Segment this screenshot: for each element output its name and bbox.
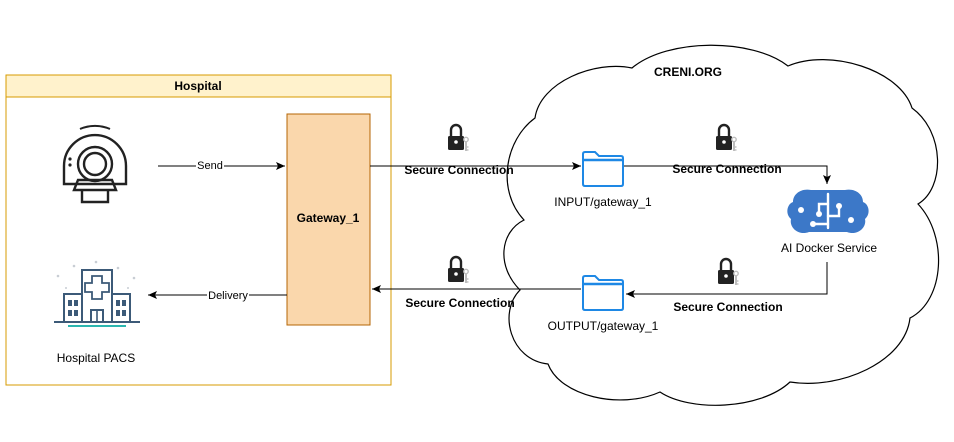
gateway-node[interactable] [286, 113, 371, 326]
secure-connection-label-3: Secure Connection [673, 300, 782, 314]
ai-brain-icon[interactable] [787, 189, 869, 234]
delivery-label-bg [207, 288, 249, 301]
secure-connection-label-2: Secure Connection [672, 162, 781, 176]
ct-scanner-icon[interactable] [62, 124, 128, 204]
hospital-building-icon[interactable] [54, 260, 140, 327]
send-label-bg [196, 159, 224, 172]
pacs-label: Hospital PACS [57, 351, 135, 365]
ai-service-label: AI Docker Service [781, 241, 877, 255]
cloud-title: CRENI.ORG [654, 65, 722, 79]
input-folder-icon[interactable] [581, 150, 625, 188]
creni-cloud [503, 44, 940, 406]
gateway-label: Gateway_1 [297, 211, 360, 225]
edge-delivery-label: Delivery [208, 290, 248, 302]
lock-icon [446, 255, 470, 285]
output-folder-icon[interactable] [581, 274, 625, 312]
secure-connection-label-1: Secure Connection [404, 163, 513, 177]
lock-icon [446, 123, 470, 153]
hospital-title: Hospital [174, 79, 221, 93]
edge-ai-to-output [626, 262, 828, 298]
edge-input-to-ai [624, 165, 831, 184]
secure-connection-label-4: Secure Connection [405, 296, 514, 310]
edge-send-label: Send [197, 160, 223, 172]
output-folder-label: OUTPUT/gateway_1 [548, 319, 659, 333]
input-folder-label: INPUT/gateway_1 [554, 195, 652, 209]
